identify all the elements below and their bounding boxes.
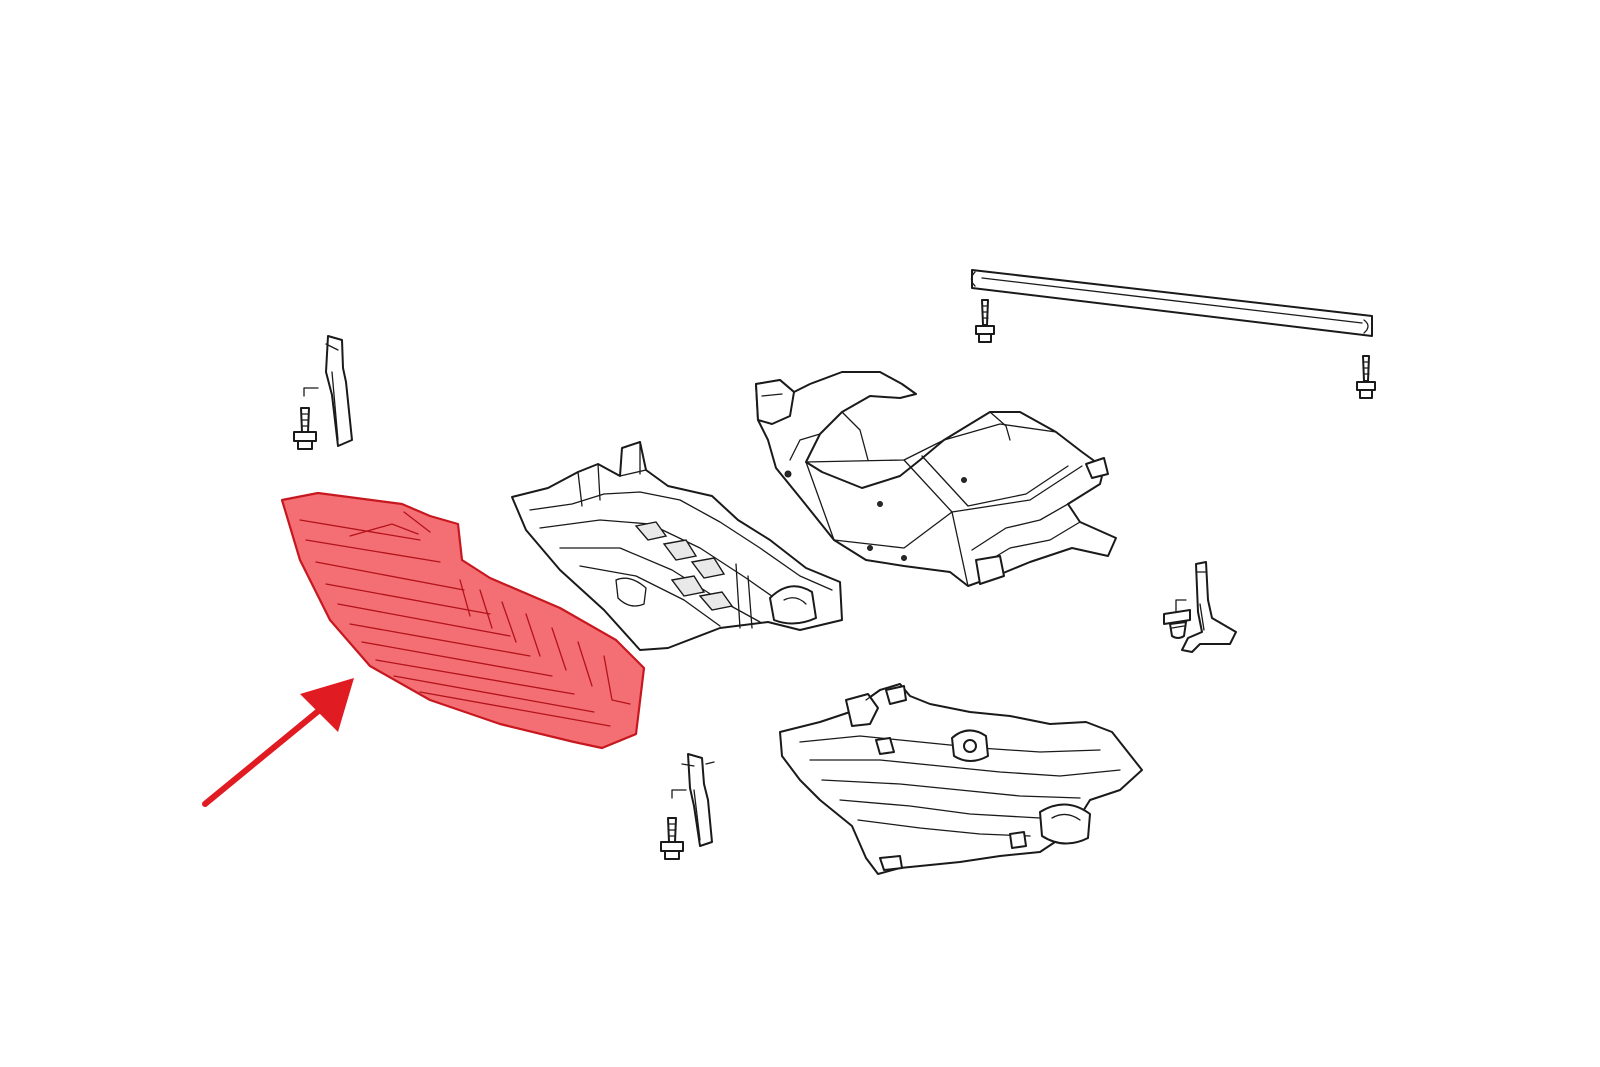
bracket-left [303, 335, 353, 447]
bolt-left [293, 407, 317, 450]
engine-splash-shield [755, 371, 1117, 587]
clip-right [1163, 609, 1191, 639]
front-skid-plate [511, 441, 843, 651]
bolt-brace-left [975, 299, 995, 343]
rear-underbody-shield [779, 683, 1143, 875]
cross-brace-bar [970, 269, 1373, 337]
front-underbody-shield [280, 491, 646, 750]
bracket-lower [671, 753, 715, 847]
bolt-brace-right [1356, 355, 1376, 399]
pointer-arrow [202, 678, 354, 807]
bracket-right [1175, 561, 1237, 653]
bolt-lower [660, 817, 684, 860]
